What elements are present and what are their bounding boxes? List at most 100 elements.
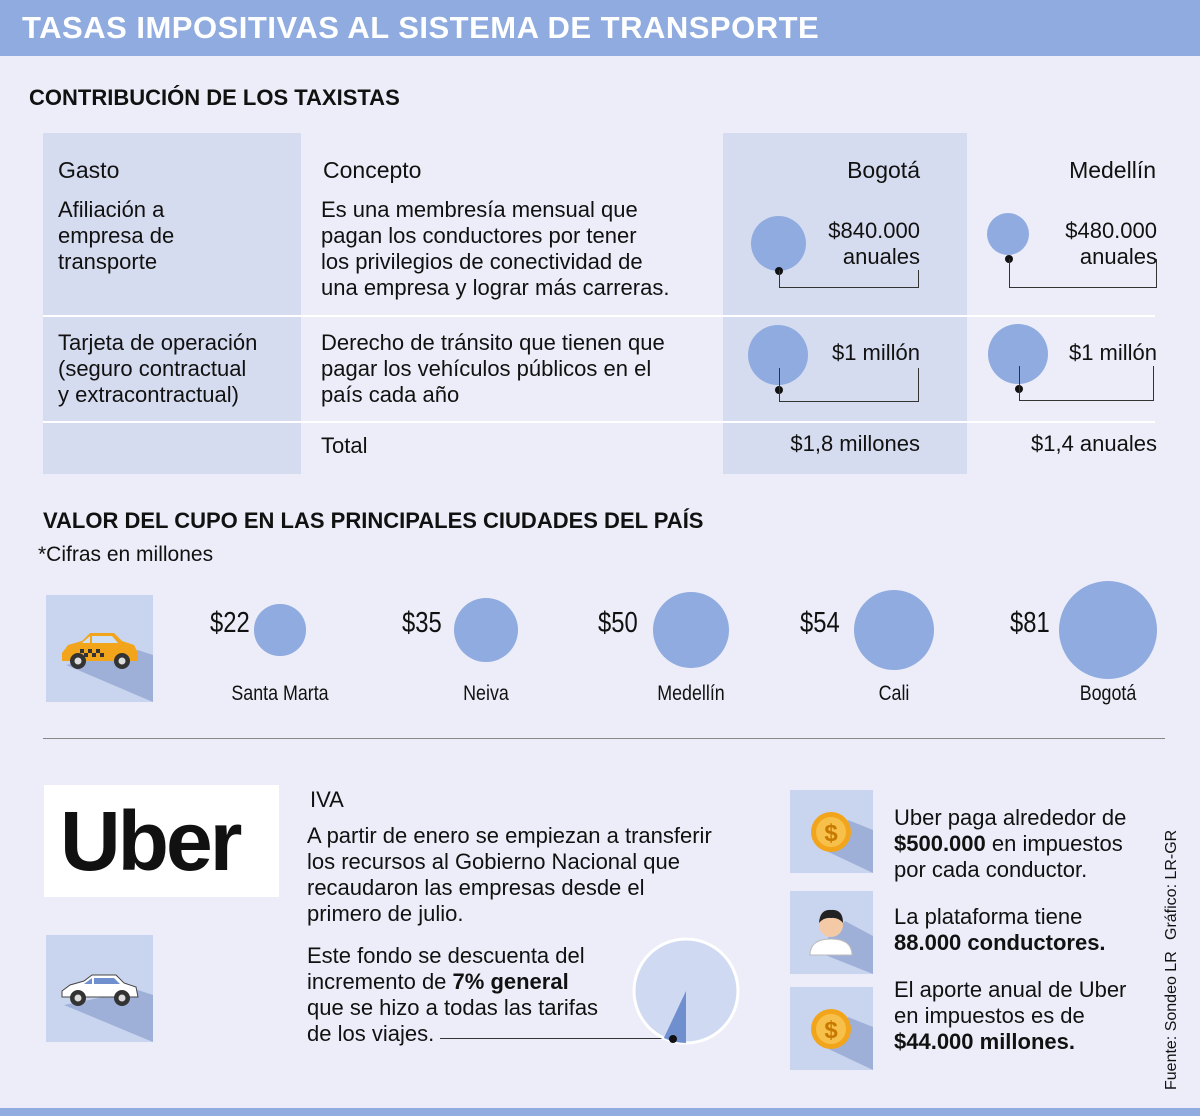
fondo-text-part: incremento de: [307, 969, 453, 994]
section-title-cupo: VALOR DEL CUPO EN LAS PRINCIPALES CIUDAD…: [43, 508, 704, 533]
row1-gasto: Afiliación a empresa de transporte: [58, 197, 298, 275]
bogota-tarjeta-value: $1 millón: [831, 340, 920, 365]
value-line: $840.000: [828, 218, 920, 243]
gasto-column-shade: [43, 133, 301, 474]
medellin-afiliacion-bubble: [987, 213, 1029, 255]
iva-text: A partir de enero se empiezan a transfer…: [307, 823, 777, 927]
fact-bold: $44.000 millones.: [894, 1029, 1075, 1054]
row1-concepto-line: una empresa y lograr más carreras.: [321, 275, 670, 300]
medellin-tarjeta-bubble: [988, 324, 1048, 384]
fact-drivers-count: La plataforma tiene 88.000 conductores.: [894, 904, 1184, 956]
medellin-afiliacion-value: $480.000 anuales: [1030, 218, 1157, 270]
section-divider: [43, 738, 1165, 739]
coin-icon: $: [790, 790, 873, 873]
bogota-afiliacion-connector: [779, 270, 919, 288]
cupo-value-label: $22: [210, 607, 250, 639]
row1-concepto-line: pagan los conductores por tener: [321, 223, 637, 248]
fact-line: $500.000 en impuestos: [894, 831, 1184, 857]
fondo-line: que se hizo a todas las tarifas: [307, 995, 599, 1020]
coin-icon: $: [790, 987, 873, 1070]
row2-concepto: Derecho de tránsito que tienen que pagar…: [321, 330, 716, 408]
fondo-percent-label: 7% general: [452, 969, 569, 994]
iva-line: primero de julio.: [307, 901, 464, 926]
pie-dot: [669, 1035, 677, 1043]
cupo-bubble: [254, 604, 306, 656]
row2-gasto-line: y extracontractual): [58, 382, 239, 407]
car-icon: [46, 935, 153, 1042]
svg-text:$: $: [824, 820, 838, 847]
bogota-column-shade: [723, 133, 967, 474]
row-divider: [43, 315, 1155, 317]
bottom-bar: [0, 1108, 1200, 1116]
col-header-concepto: Concepto: [323, 157, 422, 183]
total-bogota: $1,8 millones: [790, 431, 920, 456]
medellin-tarjeta-connector: [1019, 366, 1154, 401]
iva-line: A partir de enero se empiezan a transfer…: [307, 823, 712, 848]
row2-gasto-line: Tarjeta de operación: [58, 330, 258, 355]
col-header-medellin: Medellín: [1069, 157, 1156, 183]
cupo-city-label: Medellín: [657, 682, 725, 705]
row1-gasto-line: Afiliación a: [58, 197, 165, 222]
row2-concepto-line: país cada año: [321, 382, 460, 407]
iva-line: los recursos al Gobierno Nacional que: [307, 849, 680, 874]
cupo-value-label: $35: [402, 607, 442, 639]
total-label: Total: [321, 433, 368, 458]
medellin-afiliacion-connector: [1009, 259, 1157, 288]
fact-line: El aporte anual de Uber: [894, 977, 1127, 1002]
fact-line: Uber paga alrededor de: [894, 805, 1127, 830]
fact-line: en impuestos es de: [894, 1003, 1085, 1028]
cupo-bubble: [652, 591, 730, 669]
pie-slice-7pct: [663, 991, 686, 1043]
cupo-city-label: Bogotá: [1079, 682, 1137, 705]
row1-concepto-line: Es una membresía mensual que: [321, 197, 638, 222]
row1-gasto-line: empresa de: [58, 223, 175, 248]
row2-concepto-line: Derecho de tránsito que tienen que: [321, 330, 665, 355]
row2-concepto-line: pagar los vehículos públicos en el: [321, 356, 652, 381]
cupo-value-label: $50: [598, 607, 638, 639]
cupo-value-label: $81: [1010, 607, 1050, 639]
row-divider: [43, 421, 1155, 423]
svg-text:$: $: [824, 1017, 838, 1044]
fact-annual-contribution: El aporte anual de Uber en impuestos es …: [894, 977, 1184, 1055]
uber-logo: Uber: [44, 785, 279, 897]
cupo-bubble: [853, 589, 934, 670]
taxi-icon: [46, 595, 153, 702]
row2-gasto: Tarjeta de operación (seguro contractual…: [58, 330, 298, 408]
fact-bold: 88.000 conductores.: [894, 930, 1106, 955]
graphic-credit: Gráfico: LR-GR: [1163, 829, 1180, 940]
value-line: anuales: [1079, 244, 1157, 269]
fact-line: La plataforma tiene: [894, 904, 1083, 929]
iva-title: IVA: [310, 787, 344, 812]
row1-gasto-line: transporte: [58, 249, 158, 274]
iva-line: recaudaron las empresas desde el: [307, 875, 645, 900]
row2-gasto-line: (seguro contractual: [58, 356, 247, 381]
medellin-tarjeta-value: $1 millón: [1068, 340, 1157, 365]
uber-logo-text: Uber: [60, 794, 242, 888]
header-bar: TASAS IMPOSITIVAS AL SISTEMA DE TRANSPOR…: [0, 0, 1200, 56]
cupo-bubble: [453, 597, 519, 663]
value-line: anuales: [842, 244, 920, 269]
total-medellin: $1,4 anuales: [1031, 431, 1157, 456]
fondo-text: Este fondo se descuenta del incremento d…: [307, 943, 627, 1047]
page-title: TASAS IMPOSITIVAS AL SISTEMA DE TRANSPOR…: [22, 10, 820, 45]
fondo-line: incremento de 7% general: [307, 969, 627, 995]
row1-concepto: Es una membresía mensual que pagan los c…: [321, 197, 716, 301]
fondo-connector: [440, 1038, 672, 1039]
section-title-taxistas: CONTRIBUCIÓN DE LOS TAXISTAS: [29, 85, 400, 110]
cupo-note: *Cifras en millones: [38, 543, 214, 566]
value-line: $480.000: [1065, 218, 1157, 243]
person-icon: [790, 891, 873, 974]
fact-text: en impuestos: [985, 831, 1123, 856]
bogota-afiliacion-value: $840.000 anuales: [800, 218, 920, 270]
fact-line: por cada conductor.: [894, 857, 1088, 882]
col-header-gasto: Gasto: [58, 157, 120, 183]
fondo-line: de los viajes.: [307, 1021, 435, 1046]
fondo-line: Este fondo se descuenta del: [307, 943, 585, 968]
fact-bold: $500.000: [894, 831, 986, 856]
iva-pie-chart: [632, 937, 740, 1045]
bogota-tarjeta-connector: [779, 368, 919, 402]
cupo-city-label: Neiva: [463, 682, 509, 705]
bogota-afiliacion-bubble: [751, 216, 806, 271]
bogota-tarjeta-bubble: [748, 325, 808, 385]
